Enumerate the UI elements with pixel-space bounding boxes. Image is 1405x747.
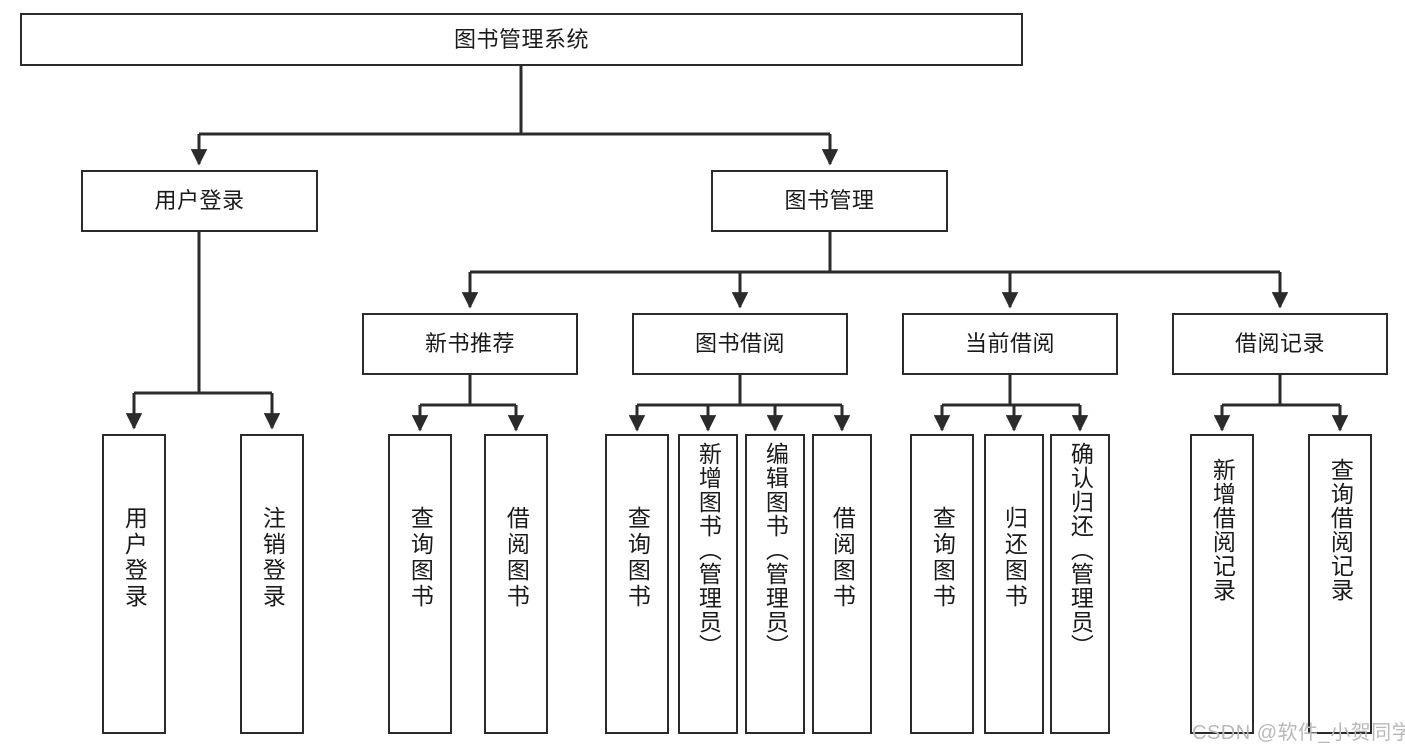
node-leaf-add-book[interactable]: 新增图书（管理员） bbox=[678, 434, 738, 734]
node-user-login[interactable]: 用户登录 bbox=[81, 170, 318, 232]
node-leaf-query-book-3[interactable]: 查询图书 bbox=[910, 434, 974, 734]
node-current-borrow-label: 当前借阅 bbox=[964, 331, 1055, 357]
node-leaf-user-login[interactable]: 用户登录 bbox=[102, 434, 166, 734]
node-leaf-logout-label: 注销登录 bbox=[259, 506, 286, 610]
node-user-login-label: 用户登录 bbox=[154, 188, 245, 214]
node-leaf-query-book-1-label: 查询图书 bbox=[407, 506, 434, 610]
node-borrow-record[interactable]: 借阅记录 bbox=[1172, 313, 1388, 375]
node-leaf-borrow-book-1[interactable]: 借阅图书 bbox=[484, 434, 548, 734]
node-leaf-borrow-book-2-label: 借阅图书 bbox=[829, 506, 856, 610]
node-leaf-add-record[interactable]: 新增借阅记录 bbox=[1190, 434, 1254, 734]
node-leaf-query-record[interactable]: 查询借阅记录 bbox=[1308, 434, 1372, 734]
node-leaf-confirm-return[interactable]: 确认归还（管理员） bbox=[1050, 434, 1110, 734]
node-leaf-user-login-label: 用户登录 bbox=[121, 506, 148, 610]
node-book-borrow-label: 图书借阅 bbox=[694, 331, 785, 357]
node-leaf-return-book[interactable]: 归还图书 bbox=[984, 434, 1044, 734]
node-leaf-add-record-label: 新增借阅记录 bbox=[1209, 458, 1236, 602]
node-leaf-add-book-label: 新增图书（管理员） bbox=[695, 442, 722, 658]
node-leaf-edit-book-label: 编辑图书（管理员） bbox=[762, 442, 789, 658]
csdn-watermark: CSDN @软件_小贺同学 bbox=[1192, 722, 1405, 744]
node-leaf-logout[interactable]: 注销登录 bbox=[240, 434, 304, 734]
node-new-book-recommend-label: 新书推荐 bbox=[424, 331, 515, 357]
node-root[interactable]: 图书管理系统 bbox=[20, 13, 1023, 66]
node-root-label: 图书管理系统 bbox=[453, 26, 589, 52]
node-leaf-query-book-1[interactable]: 查询图书 bbox=[388, 434, 452, 734]
node-leaf-query-record-label: 查询借阅记录 bbox=[1327, 458, 1354, 602]
node-borrow-record-label: 借阅记录 bbox=[1234, 331, 1325, 357]
node-leaf-confirm-return-label: 确认归还（管理员） bbox=[1067, 442, 1094, 658]
node-new-book-recommend[interactable]: 新书推荐 bbox=[362, 313, 578, 375]
node-book-borrow[interactable]: 图书借阅 bbox=[632, 313, 848, 375]
node-leaf-borrow-book-2[interactable]: 借阅图书 bbox=[812, 434, 872, 734]
node-leaf-borrow-book-1-label: 借阅图书 bbox=[503, 506, 530, 610]
node-leaf-query-book-2[interactable]: 查询图书 bbox=[605, 434, 669, 734]
node-book-manage[interactable]: 图书管理 bbox=[711, 170, 948, 232]
node-leaf-edit-book[interactable]: 编辑图书（管理员） bbox=[745, 434, 805, 734]
node-leaf-return-book-label: 归还图书 bbox=[1001, 506, 1028, 610]
node-leaf-query-book-2-label: 查询图书 bbox=[624, 506, 651, 610]
node-book-manage-label: 图书管理 bbox=[784, 188, 875, 214]
node-current-borrow[interactable]: 当前借阅 bbox=[902, 313, 1118, 375]
node-leaf-query-book-3-label: 查询图书 bbox=[929, 506, 956, 610]
